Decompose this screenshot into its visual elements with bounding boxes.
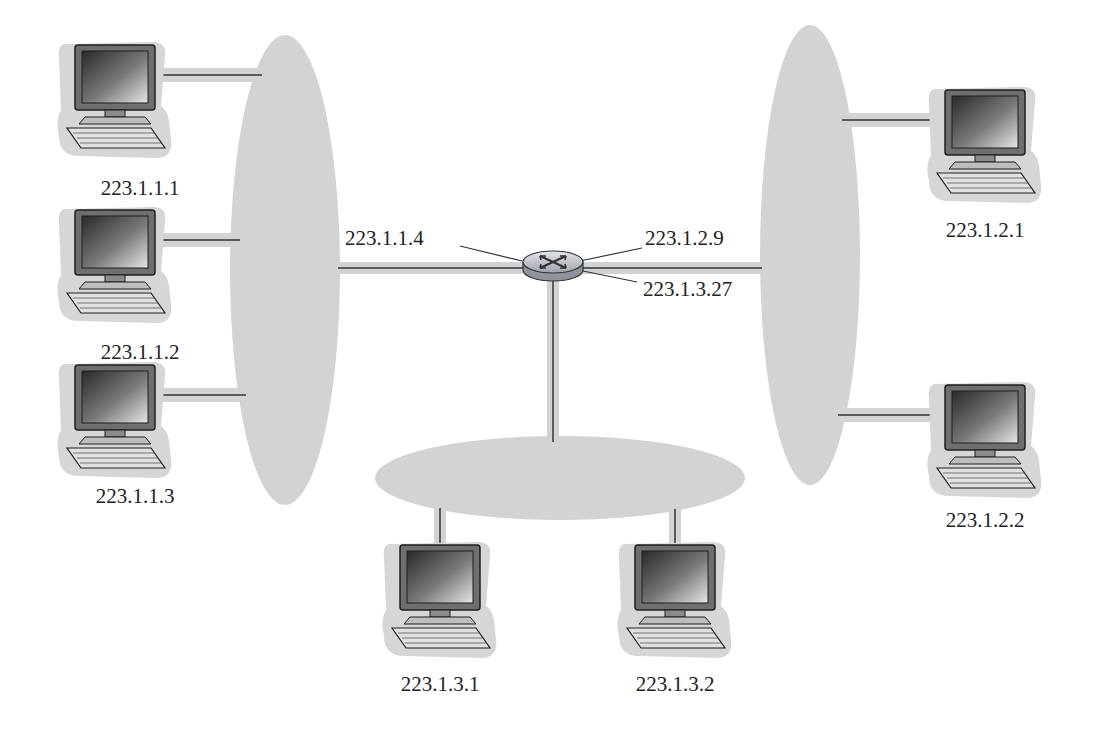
host-label-box: 223.1.1.3	[93, 484, 178, 508]
interface-address-box: 223.1.2.9	[645, 226, 724, 250]
host-label-box: 223.1.1.2	[98, 340, 183, 364]
ip-address: 223.1.3.2	[633, 672, 718, 696]
host-label-box: 223.1.3.2	[633, 672, 718, 696]
link-band	[150, 68, 950, 545]
ip-address: 223.1.1.1	[98, 176, 183, 200]
interface-address: 223.1.2.9	[645, 226, 724, 250]
interface-address: 223.1.3.27	[643, 277, 732, 301]
router-symbol	[523, 251, 583, 281]
ip-address: 223.1.1.3	[93, 484, 178, 508]
ip-address: 223.1.1.2	[98, 340, 183, 364]
subnet-region	[375, 436, 745, 520]
leader-line	[460, 246, 642, 282]
ip-address: 223.1.3.1	[398, 672, 483, 696]
host-label-box: 223.1.1.1	[98, 176, 183, 200]
ip-address: 223.1.2.2	[943, 508, 1028, 532]
host-label-box: 223.1.2.1	[943, 218, 1028, 242]
interface-address-box: 223.1.3.27	[643, 277, 732, 301]
subnet-region	[230, 35, 340, 505]
host-label-box: 223.1.2.2	[943, 508, 1028, 532]
interface-address: 223.1.1.4	[345, 226, 424, 250]
interface-address-box: 223.1.1.4	[345, 226, 424, 250]
link-line	[155, 75, 945, 545]
host-label-box: 223.1.3.1	[398, 672, 483, 696]
ip-address: 223.1.2.1	[943, 218, 1028, 242]
host-computer	[57, 42, 1041, 658]
